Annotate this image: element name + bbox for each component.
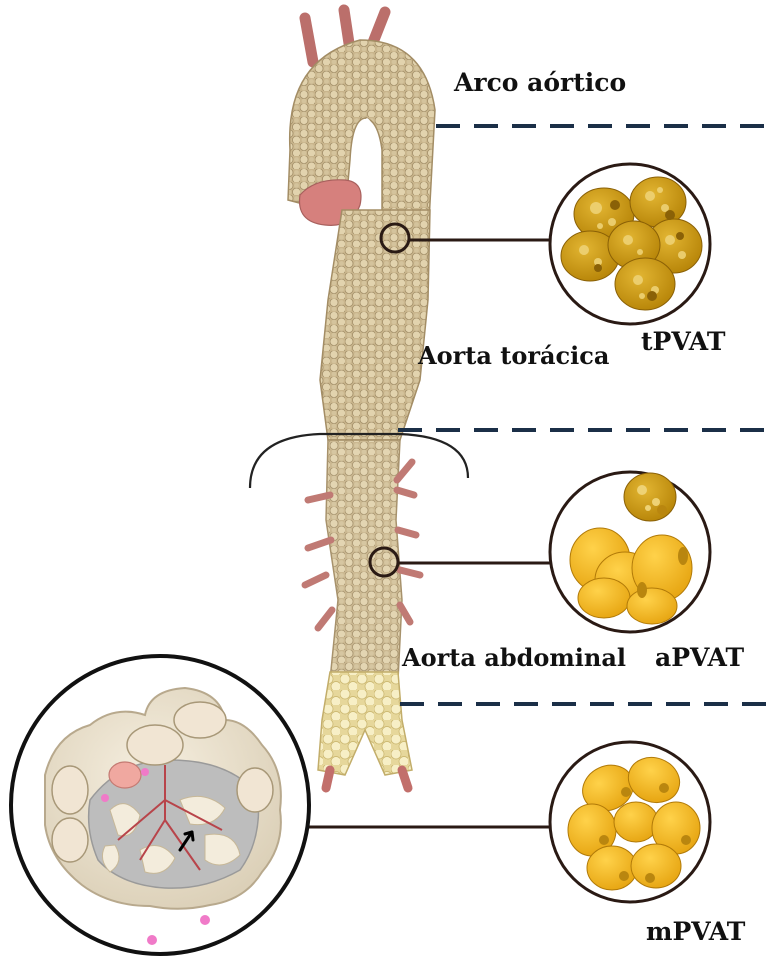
mpvat-zoom-circle — [550, 742, 710, 902]
apvat-zoom-circle — [550, 472, 710, 632]
mesentery-illustration — [11, 656, 309, 954]
label-aorta-toracica: Aorta torácica — [418, 341, 609, 370]
label-aorta-abdominal: Aorta abdominal — [402, 643, 626, 672]
label-arco-aortico: Arco aórtico — [454, 68, 626, 97]
tpvat-zoom-circle — [550, 164, 710, 324]
label-tpvat: tPVAT — [641, 327, 725, 356]
label-apvat: aPVAT — [655, 643, 744, 672]
aorta-with-pvat — [288, 40, 435, 788]
label-mpvat: mPVAT — [646, 917, 745, 946]
